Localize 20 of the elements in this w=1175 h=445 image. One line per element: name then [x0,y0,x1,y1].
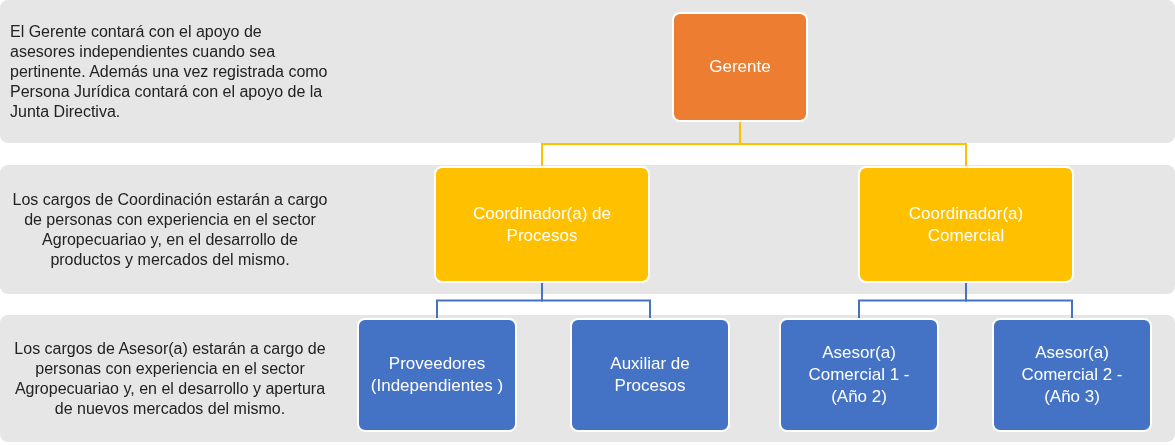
role-title: Auxiliar de Procesos [609,353,691,397]
role-title: Asesor(a) Comercial 2 - (Año 3) [1020,342,1124,408]
role-box [992,318,1152,432]
role-title: Proveedores (Independientes ) [369,353,505,397]
role-box [570,318,730,432]
level-band [0,165,1175,294]
role-box [434,166,650,283]
level-description: El Gerente contará con el apoyo de asesores independientes cuando sea pertinente. Además una vez registrada como Persona Jurídica contará con el apoyo de la Junta Directiva. [10,21,329,122]
level-description: Los cargos de Coordinación estarán a cargo de personas con experiencia en el sector Agropecuariao y, en el desarrollo de productos y mercados del mismo. [11,189,329,270]
role-box [858,166,1074,283]
level-description: Los cargos de Asesor(a) estarán a cargo de personas con experiencia en el sector Agropecuariao y, en el desarrollo y apertura de nuevos mercados del mismo. [13,338,327,419]
role-title: Coordinador(a) Comercial [907,202,1025,247]
role-title: Gerente [709,56,771,78]
role-box [779,318,939,432]
role-box [357,318,517,432]
level-band [0,0,1175,143]
role-title: Coordinador(a) de Procesos [472,202,612,247]
role-title: Asesor(a) Comercial 1 - (Año 2) [807,342,911,408]
role-box [672,12,808,122]
level-band [0,315,1175,442]
